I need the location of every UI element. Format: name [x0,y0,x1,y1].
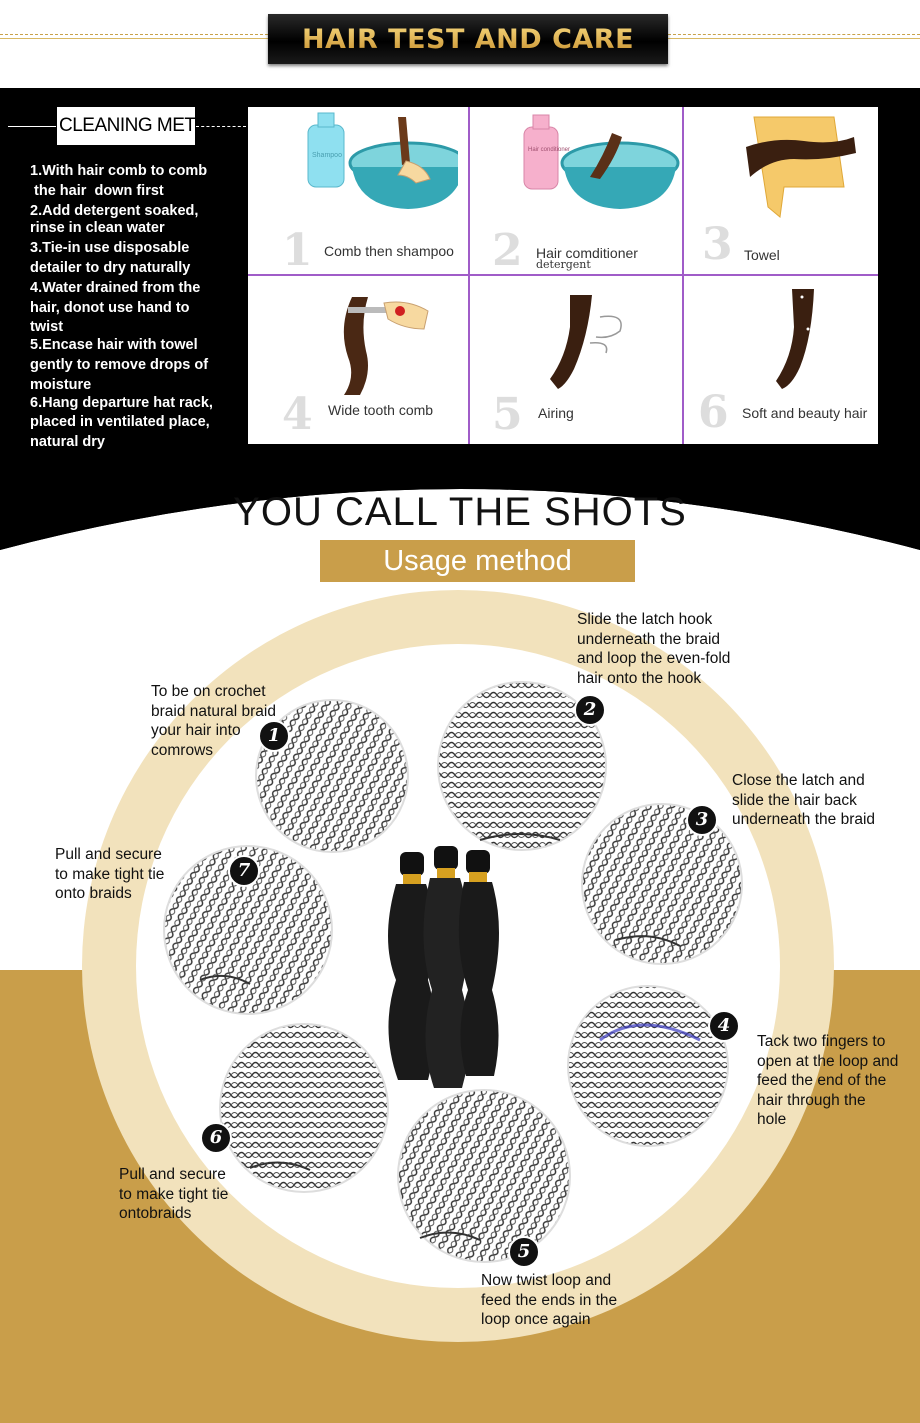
step-line: 1.With hair comb to comb [30,163,208,179]
bottle-label: Shampoo [312,152,342,159]
step-number: 5 [492,389,523,440]
grid-cell-wide-tooth-comb: 4 Wide tooth comb [248,277,458,445]
step-badge-3: 3 [686,804,718,836]
step-number: 1 [282,225,313,276]
step-line: 6.Hang departure hat rack, [30,394,213,411]
step-label: Wide tooth comb [328,402,434,418]
step-number: 6 [698,387,729,438]
step-line: 4.Water drained from the [30,279,201,296]
care-steps-grid: Shampoo 1 Comb then shampoo Hair conditi… [248,107,878,444]
step-number: 4 [282,389,313,440]
step-line: gently to remove drops of [30,356,209,373]
step-line: twist [30,319,64,336]
grid-cell-towel: 3 Towel [684,107,894,275]
step-4-image [567,985,729,1147]
cleaning-label-box: CLEANING MET [57,107,195,145]
step-badge-6: 6 [200,1122,232,1154]
step-badge-1: 1 [258,720,290,752]
cleaning-label: CLEANING MET [59,115,195,136]
step-2-image [437,681,607,851]
step-line: placed in ventilated place, [30,414,210,431]
step-number: 3 [702,219,733,270]
step-line: 3.Tie-in use disposable [30,240,190,257]
step-label: Soft and beauty hair [742,405,868,421]
step-line: moisture [30,376,92,393]
usage-method-box: Usage method [320,540,635,582]
step-badge-4: 4 [708,1010,740,1042]
soft-hair-illustration [776,289,814,389]
step-5-image [397,1089,571,1263]
usage-method-label: Usage method [383,544,572,577]
comb-hair-illustration [343,297,429,395]
grid-cell-conditioner: Hair conditioner 2 Hair comditioner dete… [470,107,680,276]
step-line: natural dry [30,434,105,451]
step-3-image [581,803,743,965]
step-1-image [255,699,409,853]
step-badge-5: 5 [508,1236,540,1268]
step-label: Comb then shampoo [324,243,454,259]
hair-test-title-box: HAIR TEST AND CARE [268,14,668,64]
shampoo-basin-illustration: Shampoo [307,112,468,209]
step-sublabel: detergent [536,258,591,271]
grid-cell-airing: 5 Airing [470,277,680,445]
step-6-image [219,1023,389,1193]
grid-cell-comb-shampoo: Shampoo 1 Comb then shampoo [248,107,468,276]
step-label: Towel [744,247,780,263]
step-line: 2.Add detergent soaked, [30,202,199,219]
you-call-the-shots-title: YOU CALL THE SHOTS [233,490,687,534]
step-badge-7: 7 [228,855,260,887]
divider [196,126,246,128]
step-label: Airing [538,405,574,421]
step-line: hair, donot use hand to [30,299,190,316]
grid-cell-soft-hair: 6 Soft and beauty hair [684,277,894,445]
step-7-image [163,845,333,1015]
conditioner-basin-illustration: Hair conditioner [523,114,680,209]
airing-hair-illustration [550,295,622,389]
step-line: rinse in clean water [30,220,165,237]
hair-bundles-image [388,846,499,1088]
bottle-label: Hair conditioner [528,147,570,153]
step-badge-2: 2 [574,694,606,726]
cleaning-steps-list: 1.With hair comb to comb the hair down f… [30,162,240,453]
step-label: Hair comditioner [536,245,638,261]
hair-test-title: HAIR TEST AND CARE [301,23,635,55]
step-number: 2 [492,225,523,276]
towel-illustration [746,116,856,218]
divider [8,126,56,127]
step-line: 5.Encase hair with towel [30,337,198,354]
step-line: the hair down first [30,182,164,199]
step-line: detailer to dry naturally [30,259,191,276]
